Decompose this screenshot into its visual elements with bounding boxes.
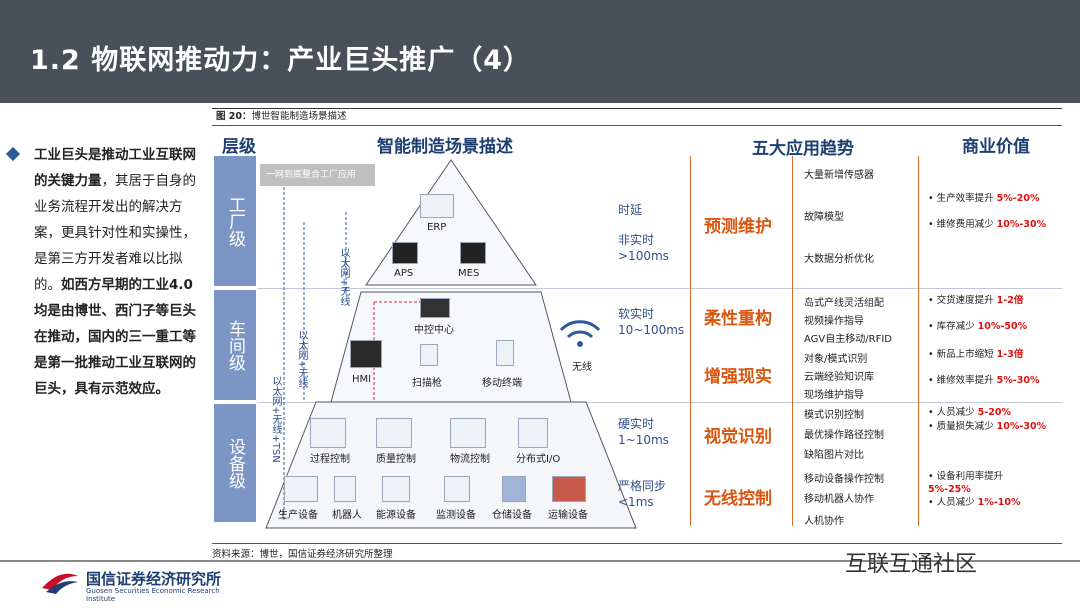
value-item: • 维修效率提升 5%-30%: [928, 374, 1048, 387]
device-label-bottom: 生产设备: [278, 506, 318, 521]
trend-predictive-maintenance: 预测维护: [704, 212, 772, 237]
detail-item: 现场维护指导: [804, 386, 864, 401]
detail-item: 故障模型: [804, 208, 844, 223]
col-header-value: 商业价值: [962, 132, 1030, 157]
robot-icon: [334, 476, 356, 502]
device-label-top: 质量控制: [376, 450, 416, 465]
value-item: • 人员减少 1%-10%: [928, 496, 1048, 509]
col-header-level: 层级: [222, 132, 256, 157]
device-label-bottom: 监测设备: [436, 506, 476, 521]
device-label-top: 分布式I/O: [516, 450, 560, 465]
detail-item: 视频操作指导: [804, 312, 864, 327]
bullet-text: 工业巨头是推动工业互联网的关键力量，其居于自身的业务流程开发出的解决方案，更具针…: [8, 142, 198, 402]
detail-item: 移动设备操作控制: [804, 470, 884, 485]
value-item: • 交货速度提升 1-2倍: [928, 294, 1048, 307]
trend-augmented-reality: 增强现实: [704, 362, 772, 387]
net-label-workshop: 以太网+无线: [294, 330, 309, 388]
device-label-bottom: 仓储设备: [492, 506, 532, 521]
bullet-body: ，其居于自身的业务流程开发出的解决方案，更具针对性和实操性，是第三方开发者难以比…: [34, 173, 196, 293]
detail-item: 人机协作: [804, 512, 844, 527]
value-item: • 维修费用减少 10%-30%: [928, 218, 1048, 231]
figure-bosch-scenario: 图 20：博世智能制造场景描述 层级 智能制造场景描述 五大应用趋势 商业价值 …: [212, 108, 1062, 558]
hmi-label: HMI: [352, 374, 371, 385]
scanner-icon: [420, 344, 438, 366]
latency-factory: 时延非实时>100ms: [618, 202, 669, 264]
detail-item: 缺陷图片对比: [804, 446, 864, 461]
trend-flexible-reconfig: 柔性重构: [704, 304, 772, 329]
net-label-device: 以太网+无线+TSN: [268, 376, 283, 463]
erp-network-icon: [420, 194, 454, 218]
transport-equip-icon: [552, 476, 586, 502]
mobile-label: 移动终端: [482, 374, 522, 389]
value-item: • 质量损失减少 10%-30%: [928, 420, 1048, 433]
device-label-bottom: 能源设备: [376, 506, 416, 521]
integration-box: 一网到底整合工厂应用: [260, 164, 375, 186]
value-item: • 生产效率提升 5%-20%: [928, 192, 1048, 205]
detail-item: 最优操作路径控制: [804, 426, 884, 441]
logistics-control-icon: [450, 418, 486, 448]
org-name-en: Guosen Securities Economic Research Inst…: [86, 587, 250, 603]
scanner-label: 扫描枪: [412, 374, 442, 389]
trend-wireless-control: 无线控制: [704, 484, 772, 509]
col-header-trend: 五大应用趋势: [752, 134, 854, 159]
bullet-example: 如西方早期的工业4.0均是由博世、西门子等巨头在推动，国内的三一重工等是第一批推…: [34, 277, 196, 397]
guosen-logo-icon: [40, 568, 80, 594]
wireless-label: 无线: [572, 358, 592, 373]
title-bar: 1.2 物联网推动力：产业巨头推广（4）: [0, 0, 1080, 103]
process-control-icon: [310, 418, 346, 448]
control-center-label: 中控中心: [414, 321, 454, 336]
distributed-io-icon: [518, 418, 548, 448]
level-factory: 工厂级: [214, 156, 256, 286]
trend-visual-recognition: 视觉识别: [704, 422, 772, 447]
value-item: • 设备利用率提升 5%-25%: [928, 470, 1048, 496]
control-center-icon: [420, 298, 450, 318]
mes-label: MES: [458, 268, 479, 279]
trend-divider: [792, 156, 793, 526]
detail-item: 云端经验知识库: [804, 368, 874, 383]
figure-caption: 图 20：博世智能制造场景描述: [212, 108, 1062, 126]
trend-divider: [690, 156, 691, 526]
quality-control-icon: [376, 418, 412, 448]
net-label-factory: 以太网+无线: [336, 248, 351, 306]
value-item: • 新品上市缩短 1-3倍: [928, 348, 1048, 361]
production-equip-icon: [284, 476, 318, 502]
energy-equip-icon: [382, 476, 410, 502]
org-name-cn: 国信证券经济研究所: [86, 568, 221, 589]
device-label-top: 过程控制: [310, 450, 350, 465]
hmi-icon: [350, 340, 382, 368]
aps-monitor-icon: [392, 242, 418, 264]
detail-item: 移动机器人协作: [804, 490, 874, 505]
device-label-bottom: 运输设备: [548, 506, 588, 521]
guosen-logo: 国信证券经济研究所 Guosen Securities Economic Res…: [40, 566, 250, 600]
storage-equip-icon: [502, 476, 526, 502]
detail-item: AGV自主移动/RFID: [804, 330, 892, 345]
wifi-icon: [557, 316, 603, 350]
mes-monitor-icon: [460, 242, 486, 264]
value-item: • 库存减少 10%-50%: [928, 320, 1048, 333]
detail-item: 大量新增传感器: [804, 166, 874, 181]
erp-label: ERP: [427, 222, 446, 233]
device-label-bottom: 机器人: [332, 506, 362, 521]
monitor-equip-icon: [444, 476, 470, 502]
device-label-top: 物流控制: [450, 450, 490, 465]
mobile-terminal-icon: [496, 340, 514, 366]
level-workshop: 车间级: [214, 290, 256, 400]
detail-item: 大数据分析优化: [804, 250, 874, 265]
detail-item: 对象/模式识别: [804, 350, 867, 365]
aps-label: APS: [394, 268, 413, 279]
factory-triangle: [366, 160, 536, 285]
detail-item: 岛式产线灵活组配: [804, 294, 884, 309]
level-device: 设备级: [214, 404, 256, 522]
watermark: 互联互通社区: [845, 546, 977, 578]
detail-item: 模式识别控制: [804, 406, 864, 421]
trend-divider: [918, 156, 919, 526]
page-title: 1.2 物联网推动力：产业巨头推广（4）: [30, 38, 531, 77]
value-item: • 人员减少 5-20%: [928, 406, 1048, 419]
latency-device-sync: 严格同步<1ms: [618, 478, 666, 510]
